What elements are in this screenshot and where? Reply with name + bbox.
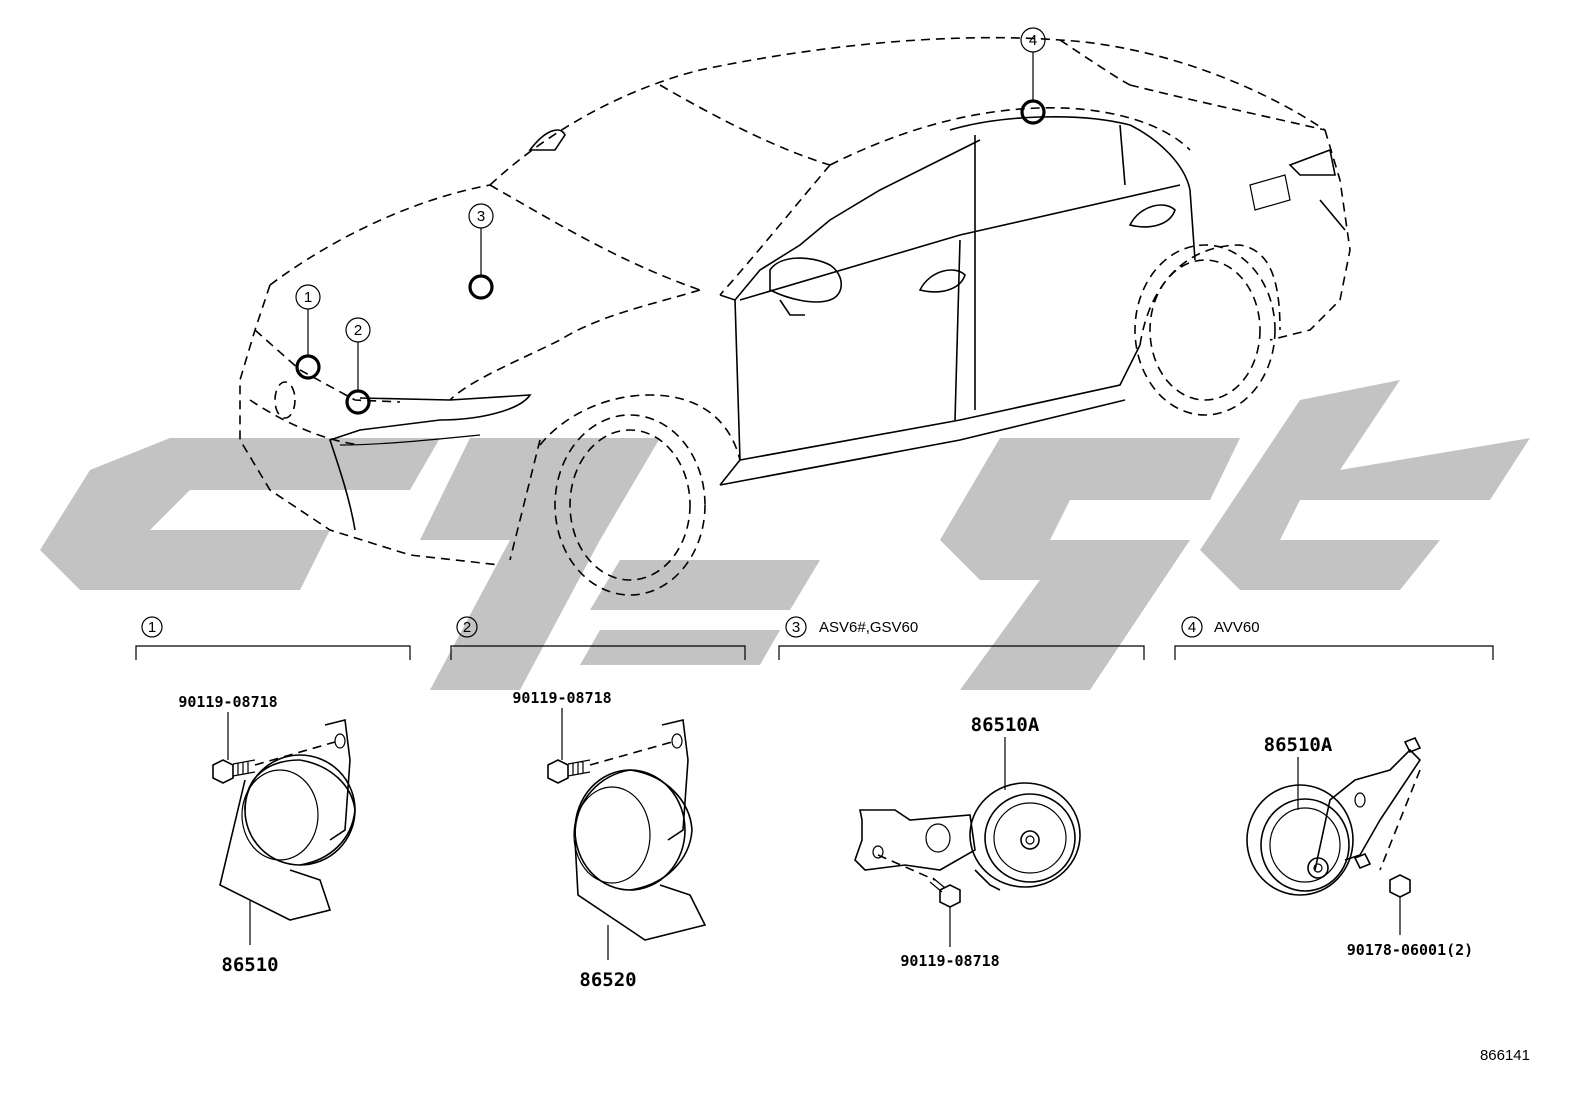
callout-4[interactable]: 4 xyxy=(1020,27,1046,125)
s2-horn-partno[interactable]: 86520 xyxy=(579,969,636,991)
section-1-header: 1 xyxy=(135,616,411,660)
s4-horn-partno[interactable]: 86510A xyxy=(1264,734,1333,756)
section-4-label: AVV60 xyxy=(1214,619,1260,636)
section-2-horn-assembly: 90119-08718 86520 xyxy=(512,689,707,991)
section-1-horn-assembly: 90119-08718 86510 xyxy=(178,693,356,976)
watermark-logo xyxy=(40,380,1530,690)
section-3-header: 3 ASV6#,GSV60 xyxy=(778,616,1145,660)
section-2-header: 2 xyxy=(450,616,746,660)
section-3-number: 3 xyxy=(792,619,800,636)
callout-2-number: 2 xyxy=(354,322,362,339)
callout-1[interactable]: 1 xyxy=(295,284,321,380)
s3-horn-partno[interactable]: 86510A xyxy=(971,714,1040,736)
callout-3[interactable]: 3 xyxy=(468,203,494,300)
callout-2[interactable]: 2 xyxy=(345,317,371,415)
s1-horn-partno[interactable]: 86510 xyxy=(221,954,278,976)
vehicle-outline xyxy=(239,36,1351,596)
diagram-code: 866141 xyxy=(1480,1047,1530,1064)
s2-bolt-partno[interactable]: 90119-08718 xyxy=(512,689,611,707)
section-2-number: 2 xyxy=(463,619,471,636)
section-4-number: 4 xyxy=(1188,619,1196,636)
car-callouts: 1 2 3 4 xyxy=(295,27,1046,415)
section-3-label: ASV6#,GSV60 xyxy=(819,619,918,636)
s4-nut-partno[interactable]: 90178-06001(2) xyxy=(1347,941,1473,959)
s3-bolt-partno[interactable]: 90119-08718 xyxy=(900,952,999,970)
section-3-horn-assembly: 86510A 90119-08718 xyxy=(854,714,1081,970)
section-1-number: 1 xyxy=(148,619,156,636)
section-4-header: 4 AVV60 xyxy=(1174,616,1494,660)
callout-4-number: 4 xyxy=(1029,32,1037,49)
s1-bolt-partno[interactable]: 90119-08718 xyxy=(178,693,277,711)
callout-1-number: 1 xyxy=(304,289,312,306)
section-4-horn-assembly: 86510A 90178-06001(2) xyxy=(1246,734,1473,959)
callout-3-number: 3 xyxy=(477,208,485,225)
